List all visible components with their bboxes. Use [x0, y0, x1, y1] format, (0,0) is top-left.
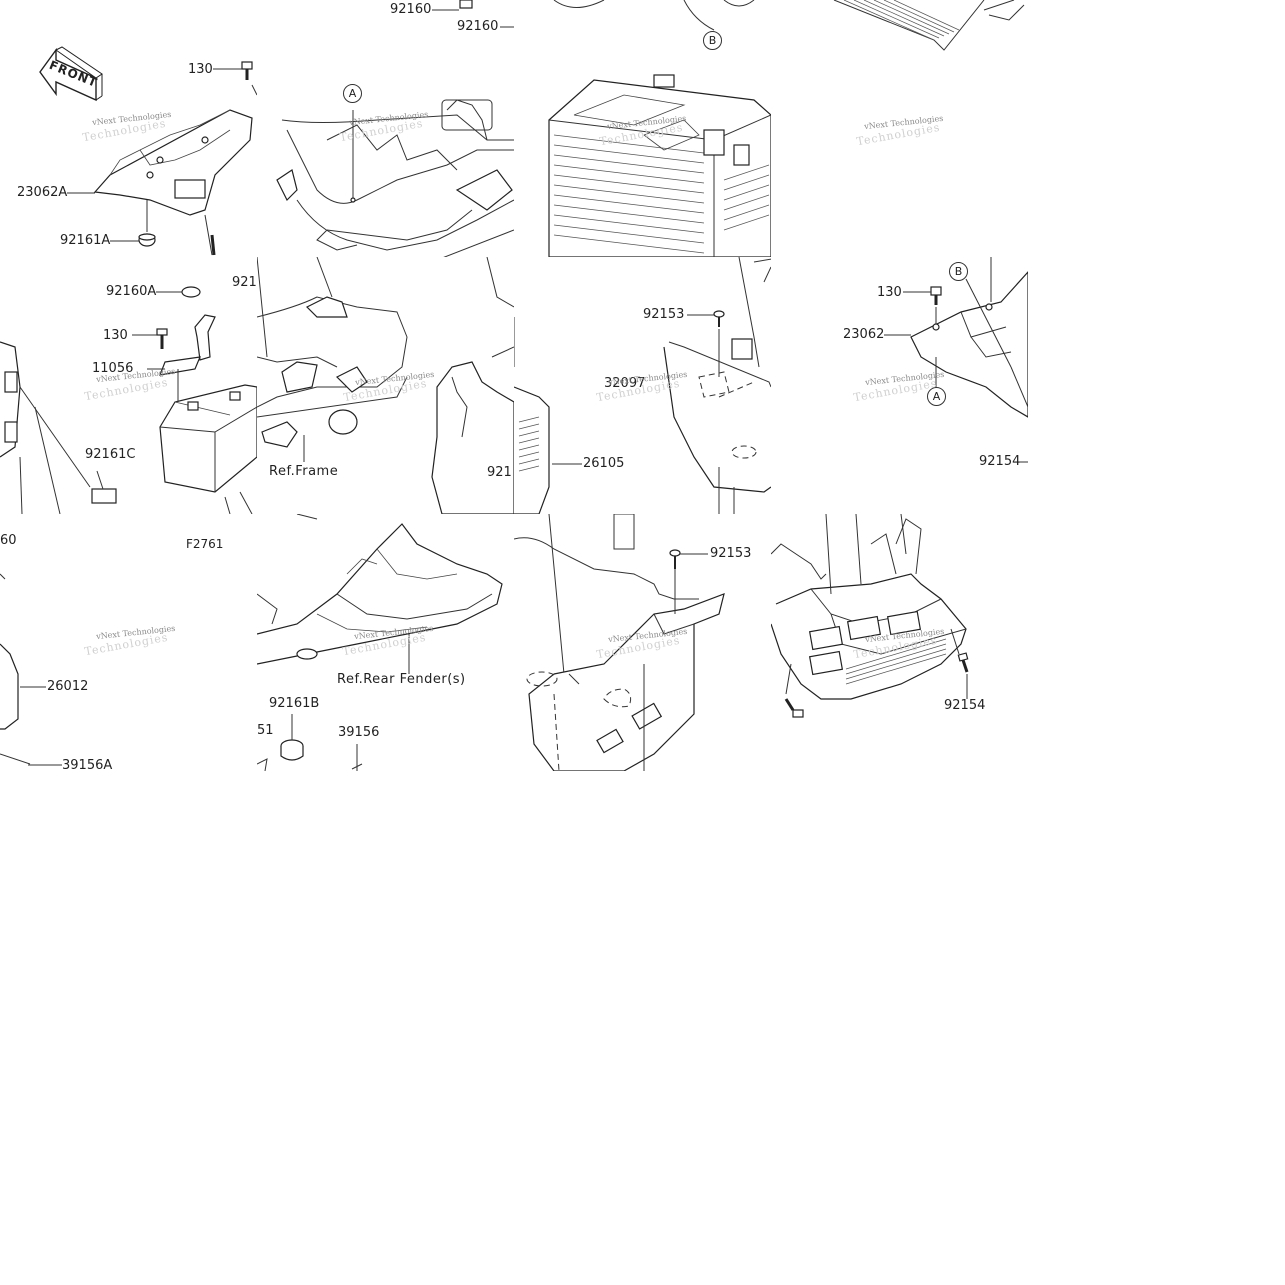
cover-edge-hatch	[843, 0, 960, 41]
tile-5-drawing	[0, 286, 257, 514]
callout-A-right: A	[927, 387, 946, 406]
clip-92161C-icon	[91, 470, 117, 504]
tile-26012: 60 F2761 26012 39156A vNext Technologies…	[0, 514, 257, 771]
label-39156: 39156	[338, 725, 380, 740]
bracket-23062A-shape	[93, 109, 253, 256]
bolt-130-icon	[213, 61, 257, 96]
tile-9-drawing	[0, 573, 62, 766]
callout-A-top: A	[343, 84, 362, 103]
tile-8-drawing	[884, 257, 1028, 463]
label-130-top: 130	[188, 62, 213, 77]
tile-skid-plate: 92154 vNext Technologies Technologies	[771, 514, 1028, 771]
label-11056: 11056	[92, 361, 134, 376]
tile-battery-bracket: 130 23062A 92161A vNext Technologies Tec…	[0, 0, 257, 257]
tile-6-drawing	[257, 257, 514, 514]
label-92160-top-2: 92160	[457, 19, 499, 34]
tile-battery-box: vNext Technologies Technologies	[514, 60, 771, 257]
label-32097: 32097	[604, 376, 646, 391]
skid-plate-grille	[845, 638, 947, 685]
label-130-right: 130	[877, 285, 902, 300]
grommet-92160A-icon	[156, 286, 201, 298]
tile-top-strip-right: B	[514, 0, 1028, 55]
bolt-92154-icon	[950, 628, 969, 699]
top-strip-right-drawing	[553, 0, 1025, 51]
tile-10-drawing	[257, 514, 503, 771]
cushion-92161B-icon	[280, 714, 304, 761]
label-39156A: 39156A	[62, 758, 113, 772]
cover-slots	[518, 416, 540, 472]
screw-92153-icon	[687, 310, 725, 377]
tile-watermark-right: vNext Technologies Technologies	[771, 60, 1028, 257]
label-92161B: 92161B	[269, 696, 320, 711]
battery-strap	[159, 314, 216, 376]
label-130-mid: 130	[103, 328, 128, 343]
tile-3-drawing	[548, 74, 771, 257]
screw-92153-lower-icon	[669, 549, 708, 614]
label-92153-lower: 92153	[710, 546, 752, 561]
callout-B-top: B	[703, 31, 722, 50]
callout-B-right: B	[949, 262, 968, 281]
label-92160-top: 92160	[390, 2, 432, 17]
tile-12-drawing	[771, 514, 969, 718]
grommet-92161A-icon	[110, 200, 156, 247]
tile-11-drawing	[514, 514, 725, 771]
label-92154-lower: 92154	[944, 698, 986, 713]
tile-frame-mid: Ref.Frame 921 vNext Technologies Technol…	[257, 257, 514, 514]
label-92153-upper: 92153	[643, 307, 685, 322]
battery-11056	[159, 384, 257, 493]
label-60: 60	[0, 533, 17, 548]
tile-2-drawing	[276, 99, 514, 257]
label-26012: 26012	[47, 679, 89, 694]
tile-top-strip-mid: 92160 92160	[257, 0, 514, 40]
cooling-fins	[553, 134, 770, 254]
tile-7-drawing	[514, 257, 771, 514]
label-921-center: 921	[487, 465, 512, 480]
top-strip-drawing	[432, 0, 514, 28]
tile-rear-fender: Ref.Rear Fender(s) 92161B 51 39156 vNext…	[257, 514, 514, 771]
label-ref-frame: Ref.Frame	[269, 464, 339, 479]
label-92160A: 92160A	[106, 284, 157, 299]
label-92154-upper: 92154	[979, 454, 1021, 469]
bolt-130-right-icon	[903, 286, 942, 327]
label-23062A: 23062A	[17, 185, 68, 200]
label-ref-rear-fender: Ref.Rear Fender(s)	[337, 672, 466, 687]
tile-battery: 92160A 921 130 11056 92161C vNext Techno…	[0, 257, 257, 514]
bolt-130-mid-icon	[132, 328, 168, 349]
bolt-92154-left-icon	[784, 663, 804, 718]
tile-undercover: 92153 vNext Technologies Technologies	[514, 514, 771, 771]
label-92161A: 92161A	[60, 233, 111, 248]
label-51: 51	[257, 723, 274, 738]
label-figure-code: F2761	[186, 537, 224, 551]
tile-bracket-23062: B A 130 23062 92154 vNext Technologies T…	[771, 257, 1028, 514]
label-921-left: 921	[232, 275, 257, 290]
label-23062: 23062	[843, 327, 885, 342]
tile-1-drawing	[39, 46, 257, 256]
label-92161C: 92161C	[85, 447, 136, 462]
label-26105: 26105	[583, 456, 625, 471]
tile-frame: A vNext Technologies Technologies	[257, 80, 514, 257]
tile-side-cover: 26105 92153 32097 vNext Technologies Tec…	[514, 257, 771, 514]
front-arrow-icon	[39, 46, 103, 102]
